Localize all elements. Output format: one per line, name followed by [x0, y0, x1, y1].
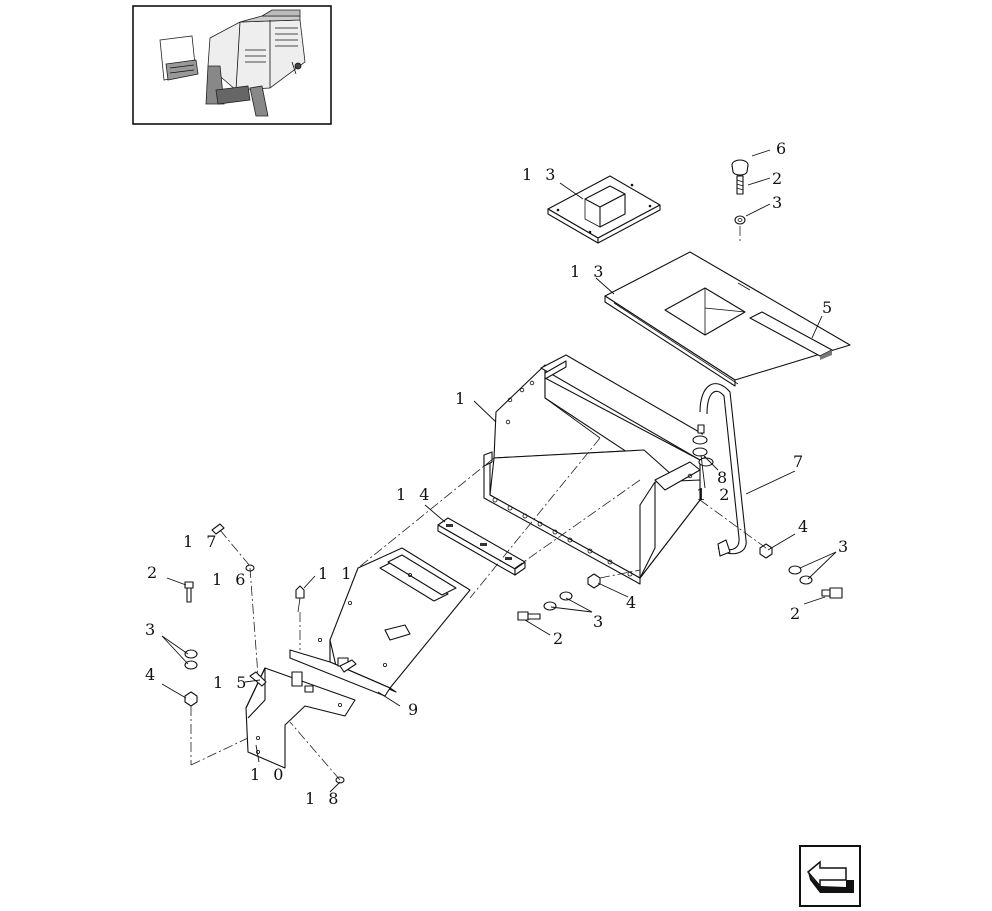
callout-15: 1 5 [213, 673, 250, 692]
part-6-knob [731, 159, 749, 225]
callout-6: 6 [776, 139, 790, 158]
part-1-storage-box [483, 354, 726, 585]
callout-2-right: 2 [790, 604, 804, 623]
previous-page-arrow-icon[interactable] [799, 845, 861, 907]
callout-13-lid: 1 3 [570, 262, 607, 281]
part-13-top-lid [604, 251, 851, 387]
callout-3-knob: 3 [772, 193, 786, 212]
part-10-support-bracket [245, 667, 356, 769]
callout-10: 1 0 [250, 765, 287, 784]
left-fastener-stack [184, 581, 198, 707]
callout-4-center: 4 [626, 593, 640, 612]
callout-2-left: 2 [147, 563, 161, 582]
callout-labels: 1 3 6 2 3 1 3 5 1 7 8 1 2 1 4 4 3 2 4 3 … [145, 139, 852, 808]
callout-2-center: 2 [553, 629, 567, 648]
callout-1: 1 [455, 389, 469, 408]
callout-4-right: 4 [798, 517, 812, 536]
callout-4-left: 4 [145, 665, 159, 684]
callout-9: 9 [408, 700, 422, 719]
part-13-small-cover [547, 175, 661, 244]
part-9-step-panel [289, 547, 471, 697]
callout-3-center: 3 [593, 612, 607, 631]
right-fastener-stack [759, 543, 843, 599]
callout-16: 1 6 [212, 570, 249, 589]
callout-12: 1 2 [696, 485, 733, 504]
callout-5: 5 [822, 298, 836, 317]
callout-7: 7 [793, 452, 807, 471]
callout-3-left: 3 [145, 620, 159, 639]
leader-lines [161, 149, 837, 793]
callout-3-right: 3 [838, 537, 852, 556]
part-7-handrail [699, 383, 747, 557]
machine-location-thumbnail[interactable] [132, 5, 332, 125]
callout-17: 1 7 [183, 532, 220, 551]
callout-8: 8 [717, 468, 731, 487]
center-fastener-stack [517, 573, 601, 621]
assembly-centerlines [190, 226, 767, 781]
small-hardware [211, 523, 357, 784]
callout-11: 1 1 [318, 564, 355, 583]
callout-18: 1 8 [305, 789, 342, 808]
callout-13-small: 1 3 [522, 165, 559, 184]
callout-14: 1 4 [396, 485, 433, 504]
part-14-bracket [437, 517, 526, 576]
callout-2-knob: 2 [772, 169, 786, 188]
